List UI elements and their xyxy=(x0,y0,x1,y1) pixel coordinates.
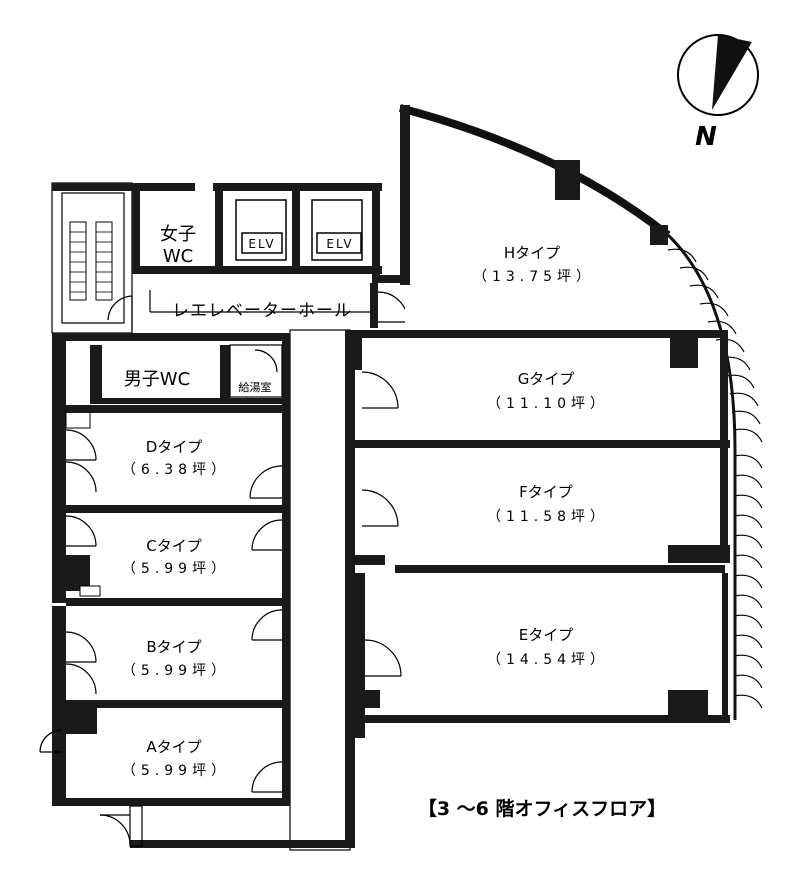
men-wc-room[interactable] xyxy=(52,333,290,453)
unit-c-name: Cタイプ xyxy=(146,537,201,555)
north-letter: N xyxy=(695,122,717,152)
elevator-hall-label: レエレベーターホール xyxy=(172,301,352,321)
unit-h-room[interactable] xyxy=(378,104,740,330)
men-wc-label: 男子WC xyxy=(124,369,190,390)
unit-c-room[interactable] xyxy=(52,513,290,606)
elevator-2[interactable]: ELV xyxy=(316,232,362,254)
unit-c-area: （5.99坪） xyxy=(122,561,230,577)
unit-g-area: （11.10坪） xyxy=(487,396,609,412)
women-wc-label-line1: 女子 xyxy=(160,224,196,245)
unit-d-area: （6.38坪） xyxy=(122,462,230,478)
elevator-1-frame xyxy=(241,232,283,254)
unit-b-area: （5.99坪） xyxy=(122,663,230,679)
elevator-2-label: ELV xyxy=(326,237,353,251)
unit-f-room[interactable] xyxy=(355,448,730,573)
unit-f-area: （11.58坪） xyxy=(487,509,609,525)
elevator-1-label: ELV xyxy=(248,237,275,251)
unit-e-area: （14.54坪） xyxy=(487,652,609,668)
unit-h-area: （13.75坪） xyxy=(473,269,595,285)
floor-title: 【3 ～6 階オフィスフロア】 xyxy=(418,797,666,820)
elevator-1[interactable]: ELV xyxy=(241,232,283,254)
north-compass-icon: N xyxy=(677,34,759,152)
unit-b-name: Bタイプ xyxy=(146,638,201,656)
core-block xyxy=(132,183,382,283)
unit-a-area: （5.99坪） xyxy=(122,763,230,779)
unit-e-room[interactable] xyxy=(350,573,730,738)
elevator-2-frame xyxy=(316,232,362,254)
women-wc-label-line2: WC xyxy=(163,246,193,267)
unit-b-room[interactable] xyxy=(52,606,290,708)
stairwell xyxy=(51,182,133,334)
unit-a-room[interactable] xyxy=(39,706,290,847)
unit-g-room[interactable] xyxy=(350,330,730,448)
unit-g-name: Gタイプ xyxy=(518,370,575,388)
unit-h-name: Hタイプ xyxy=(504,244,560,262)
unit-e-name: Eタイプ xyxy=(519,626,573,644)
kitchenette-label: 給湯室 xyxy=(239,380,272,394)
unit-d-room[interactable] xyxy=(52,405,290,513)
unit-f-name: Fタイプ xyxy=(519,483,573,501)
unit-a-name: Aタイプ xyxy=(146,738,201,756)
unit-d-name: Dタイプ xyxy=(146,438,203,456)
